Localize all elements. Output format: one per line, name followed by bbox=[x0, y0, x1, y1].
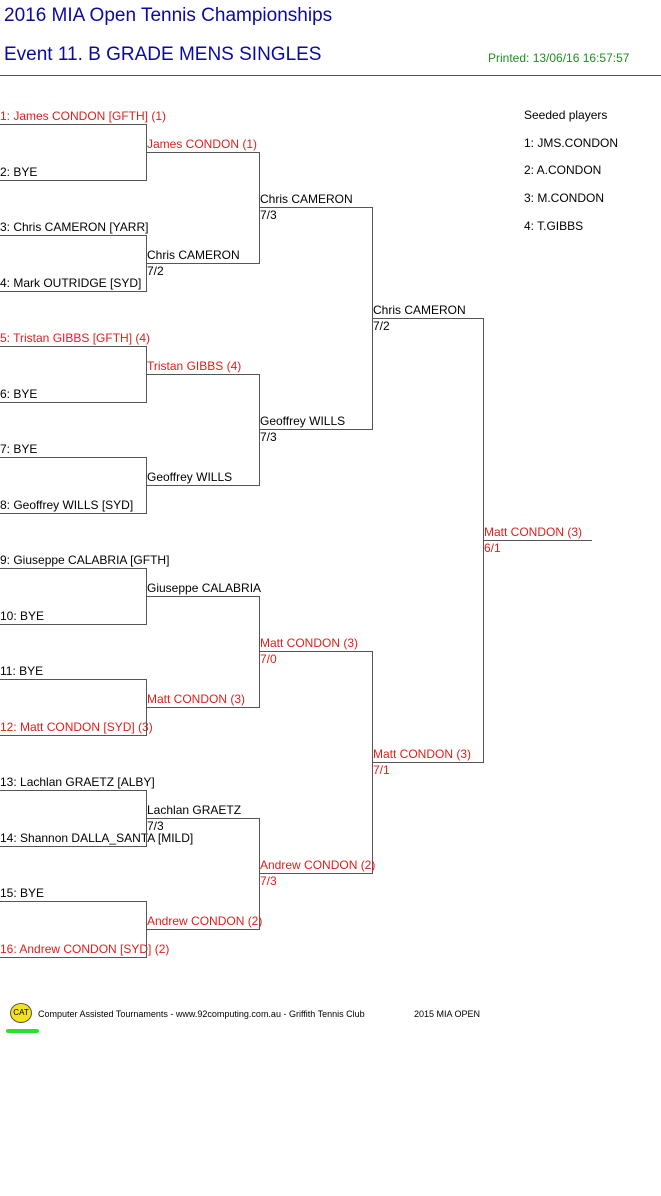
round4-winner: Chris CAMERON bbox=[373, 303, 466, 317]
round4-line bbox=[372, 762, 483, 763]
round3-score: 7/3 bbox=[260, 430, 277, 444]
round1-entry: 4: Mark OUTRIDGE [SYD] bbox=[0, 276, 142, 290]
round1-line bbox=[0, 735, 146, 736]
round1-entry: 1: James CONDON [GFTH] (1) bbox=[0, 109, 167, 123]
final-score: 6/1 bbox=[484, 541, 501, 555]
footer-tournament: 2015 MIA OPEN bbox=[414, 1009, 481, 1019]
round3-line bbox=[259, 873, 372, 874]
round1-entry: 6: BYE bbox=[0, 387, 38, 401]
round1-entry: 2: BYE bbox=[0, 165, 38, 179]
champion-name: Matt CONDON (3) bbox=[484, 525, 583, 539]
round4-score: 7/2 bbox=[373, 319, 390, 333]
round1-entry: 10: BYE bbox=[0, 609, 45, 623]
round3-winner: Chris CAMERON bbox=[260, 192, 353, 206]
round2-line bbox=[146, 485, 259, 486]
round2-winner: Lachlan GRAETZ bbox=[147, 803, 242, 817]
round4-winner: Matt CONDON (3) bbox=[373, 747, 472, 761]
event-title: Event 11. B GRADE MENS SINGLES bbox=[4, 44, 322, 65]
round1-entry: 8: Geoffrey WILLS [SYD] bbox=[0, 498, 134, 512]
round1-line bbox=[0, 291, 146, 292]
round3-line bbox=[259, 651, 372, 652]
round1-line bbox=[0, 346, 146, 347]
round2-winner: Geoffrey WILLS bbox=[147, 470, 233, 484]
seed-item: 3: M.CONDON bbox=[524, 191, 605, 205]
round1-entry: 12: Matt CONDON [SYD] (3) bbox=[0, 720, 153, 734]
round1-line bbox=[0, 957, 146, 958]
round1-entry: 11: BYE bbox=[0, 664, 44, 678]
round1-line bbox=[0, 568, 146, 569]
final-line bbox=[483, 540, 592, 541]
round3-winner: Andrew CONDON (2) bbox=[260, 858, 376, 872]
round2-line bbox=[146, 263, 259, 264]
round1-line bbox=[0, 235, 146, 236]
seed-item: 4: T.GIBBS bbox=[524, 219, 584, 233]
bracket-connector bbox=[259, 152, 260, 264]
round1-line bbox=[0, 846, 146, 847]
round2-winner: Chris CAMERON bbox=[147, 248, 240, 262]
bracket-connector bbox=[259, 374, 260, 486]
round4-line bbox=[372, 318, 483, 319]
round3-score: 7/3 bbox=[260, 874, 277, 888]
round3-winner: Matt CONDON (3) bbox=[260, 636, 359, 650]
page-title: 2016 MIA Open Tennis Championships bbox=[4, 5, 333, 26]
round2-score: 7/3 bbox=[147, 819, 164, 833]
seed-item: 1: JMS.CONDON bbox=[524, 136, 619, 150]
round1-line bbox=[0, 402, 146, 403]
round1-entry: 16: Andrew CONDON [SYD] (2) bbox=[0, 942, 170, 956]
round1-line bbox=[0, 180, 146, 181]
round1-entry: 3: Chris CAMERON [YARR] bbox=[0, 220, 149, 234]
seed-item: 2: A.CONDON bbox=[524, 163, 602, 177]
round2-line bbox=[146, 152, 259, 153]
bracket-connector bbox=[259, 818, 260, 930]
round1-line bbox=[0, 624, 146, 625]
round2-line bbox=[146, 707, 259, 708]
round1-line bbox=[0, 679, 146, 680]
round2-winner: Matt CONDON (3) bbox=[147, 692, 246, 706]
round1-entry: 15: BYE bbox=[0, 886, 45, 900]
round3-winner: Geoffrey WILLS bbox=[260, 414, 346, 428]
round3-line bbox=[259, 207, 372, 208]
round1-line bbox=[0, 124, 146, 125]
round2-line bbox=[146, 596, 259, 597]
round1-entry: 7: BYE bbox=[0, 442, 38, 456]
printed-timestamp: Printed: 13/06/16 16:57:57 bbox=[488, 51, 630, 65]
round1-line bbox=[0, 901, 146, 902]
round1-line bbox=[0, 790, 146, 791]
round2-winner: James CONDON (1) bbox=[147, 137, 258, 151]
header-divider bbox=[0, 75, 661, 76]
round3-score: 7/0 bbox=[260, 652, 277, 666]
footer-credit: Computer Assisted Tournaments - www.92co… bbox=[38, 1009, 365, 1019]
round1-line bbox=[0, 457, 146, 458]
round2-line bbox=[146, 374, 259, 375]
logo-underline bbox=[6, 1029, 39, 1033]
round1-entry: 13: Lachlan GRAETZ [ALBY] bbox=[0, 775, 155, 789]
round2-winner: Andrew CONDON (2) bbox=[147, 914, 263, 928]
round4-score: 7/1 bbox=[373, 763, 390, 777]
seeded-players-title: Seeded players bbox=[524, 108, 608, 122]
round2-winner: Giuseppe CALABRIA bbox=[147, 581, 262, 595]
round2-score: 7/2 bbox=[147, 264, 164, 278]
round1-entry: 9: Giuseppe CALABRIA [GFTH] bbox=[0, 553, 170, 567]
round2-line bbox=[146, 818, 259, 819]
round1-line bbox=[0, 513, 146, 514]
round1-entry: 14: Shannon DALLA_SANTA [MILD] bbox=[0, 831, 194, 845]
round2-winner: Tristan GIBBS (4) bbox=[147, 359, 242, 373]
round3-score: 7/3 bbox=[260, 208, 277, 222]
bracket-connector bbox=[259, 596, 260, 708]
cat-logo-icon: CAT bbox=[10, 1003, 32, 1023]
round3-line bbox=[259, 429, 372, 430]
round2-line bbox=[146, 929, 259, 930]
round1-entry: 5: Tristan GIBBS [GFTH] (4) bbox=[0, 331, 151, 345]
